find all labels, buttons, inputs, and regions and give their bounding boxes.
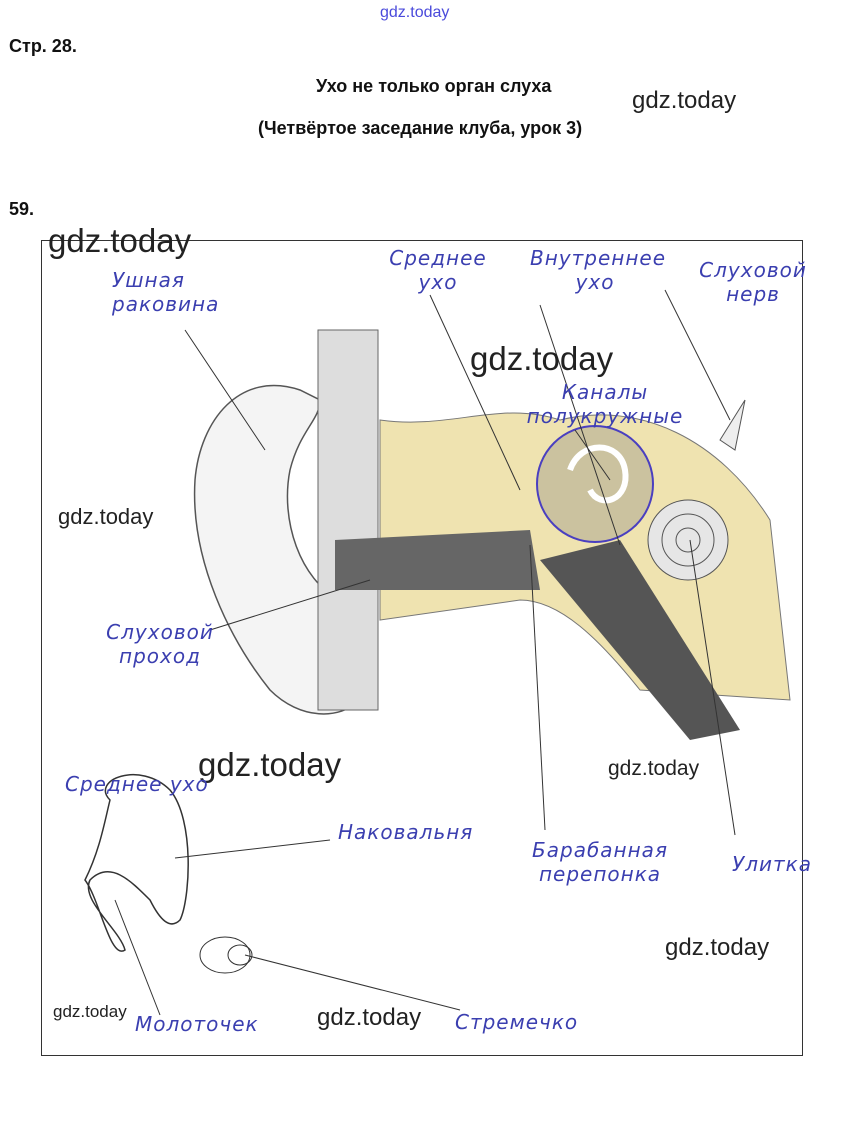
watermark: gdz.today xyxy=(317,1004,422,1031)
leader-lines xyxy=(114,289,736,1016)
label-eardrum: Барабанная перепонка xyxy=(532,838,668,886)
watermark: gdz.today xyxy=(380,4,450,21)
page-ref: Стр. 28. xyxy=(9,36,77,56)
label-middle-ear-2: Среднее ухо xyxy=(65,772,209,796)
label-incus: Наковальня xyxy=(338,820,474,844)
task-number: 59. xyxy=(9,199,35,219)
label-outer-ear: Ушная раковина xyxy=(112,268,220,316)
watermark: gdz.today xyxy=(470,340,614,377)
eustachian-tube-shape xyxy=(540,540,740,740)
label-inner-ear: Внутреннее ухо xyxy=(530,246,667,294)
watermark: gdz.today xyxy=(53,1002,127,1021)
label-ear-canal: Слуховой проход xyxy=(106,620,214,668)
watermark: gdz.today xyxy=(198,746,342,783)
diagram-frame xyxy=(41,240,803,1056)
label-malleus: Молоточек xyxy=(135,1012,259,1036)
semicircular-canals-shape xyxy=(536,425,654,543)
page-subtitle: (Четвёртое заседание клуба, урок 3) xyxy=(258,118,583,138)
watermark: gdz.today xyxy=(58,504,154,529)
label-auditory-nerve: Слуховой нерв xyxy=(699,258,807,306)
watermark: gdz.today xyxy=(665,934,770,961)
watermark: gdz.today xyxy=(48,222,192,259)
stapes-shape xyxy=(199,936,251,974)
watermark: gdz.today xyxy=(632,87,737,114)
label-cochlea: Улитка xyxy=(732,852,812,876)
skull-wall xyxy=(317,329,379,711)
page-title: Ухо не только орган слуха xyxy=(316,76,552,96)
label-stapes: Стремечко xyxy=(455,1010,579,1034)
label-middle-ear: Среднее ухо xyxy=(389,246,487,294)
watermark: gdz.today xyxy=(608,757,700,780)
ear-canal-shape xyxy=(335,530,540,590)
cochlea-shape xyxy=(647,499,729,581)
label-semicircular-canals: Каналы полукружные xyxy=(526,380,684,428)
incus-malleus-shape xyxy=(84,774,189,952)
